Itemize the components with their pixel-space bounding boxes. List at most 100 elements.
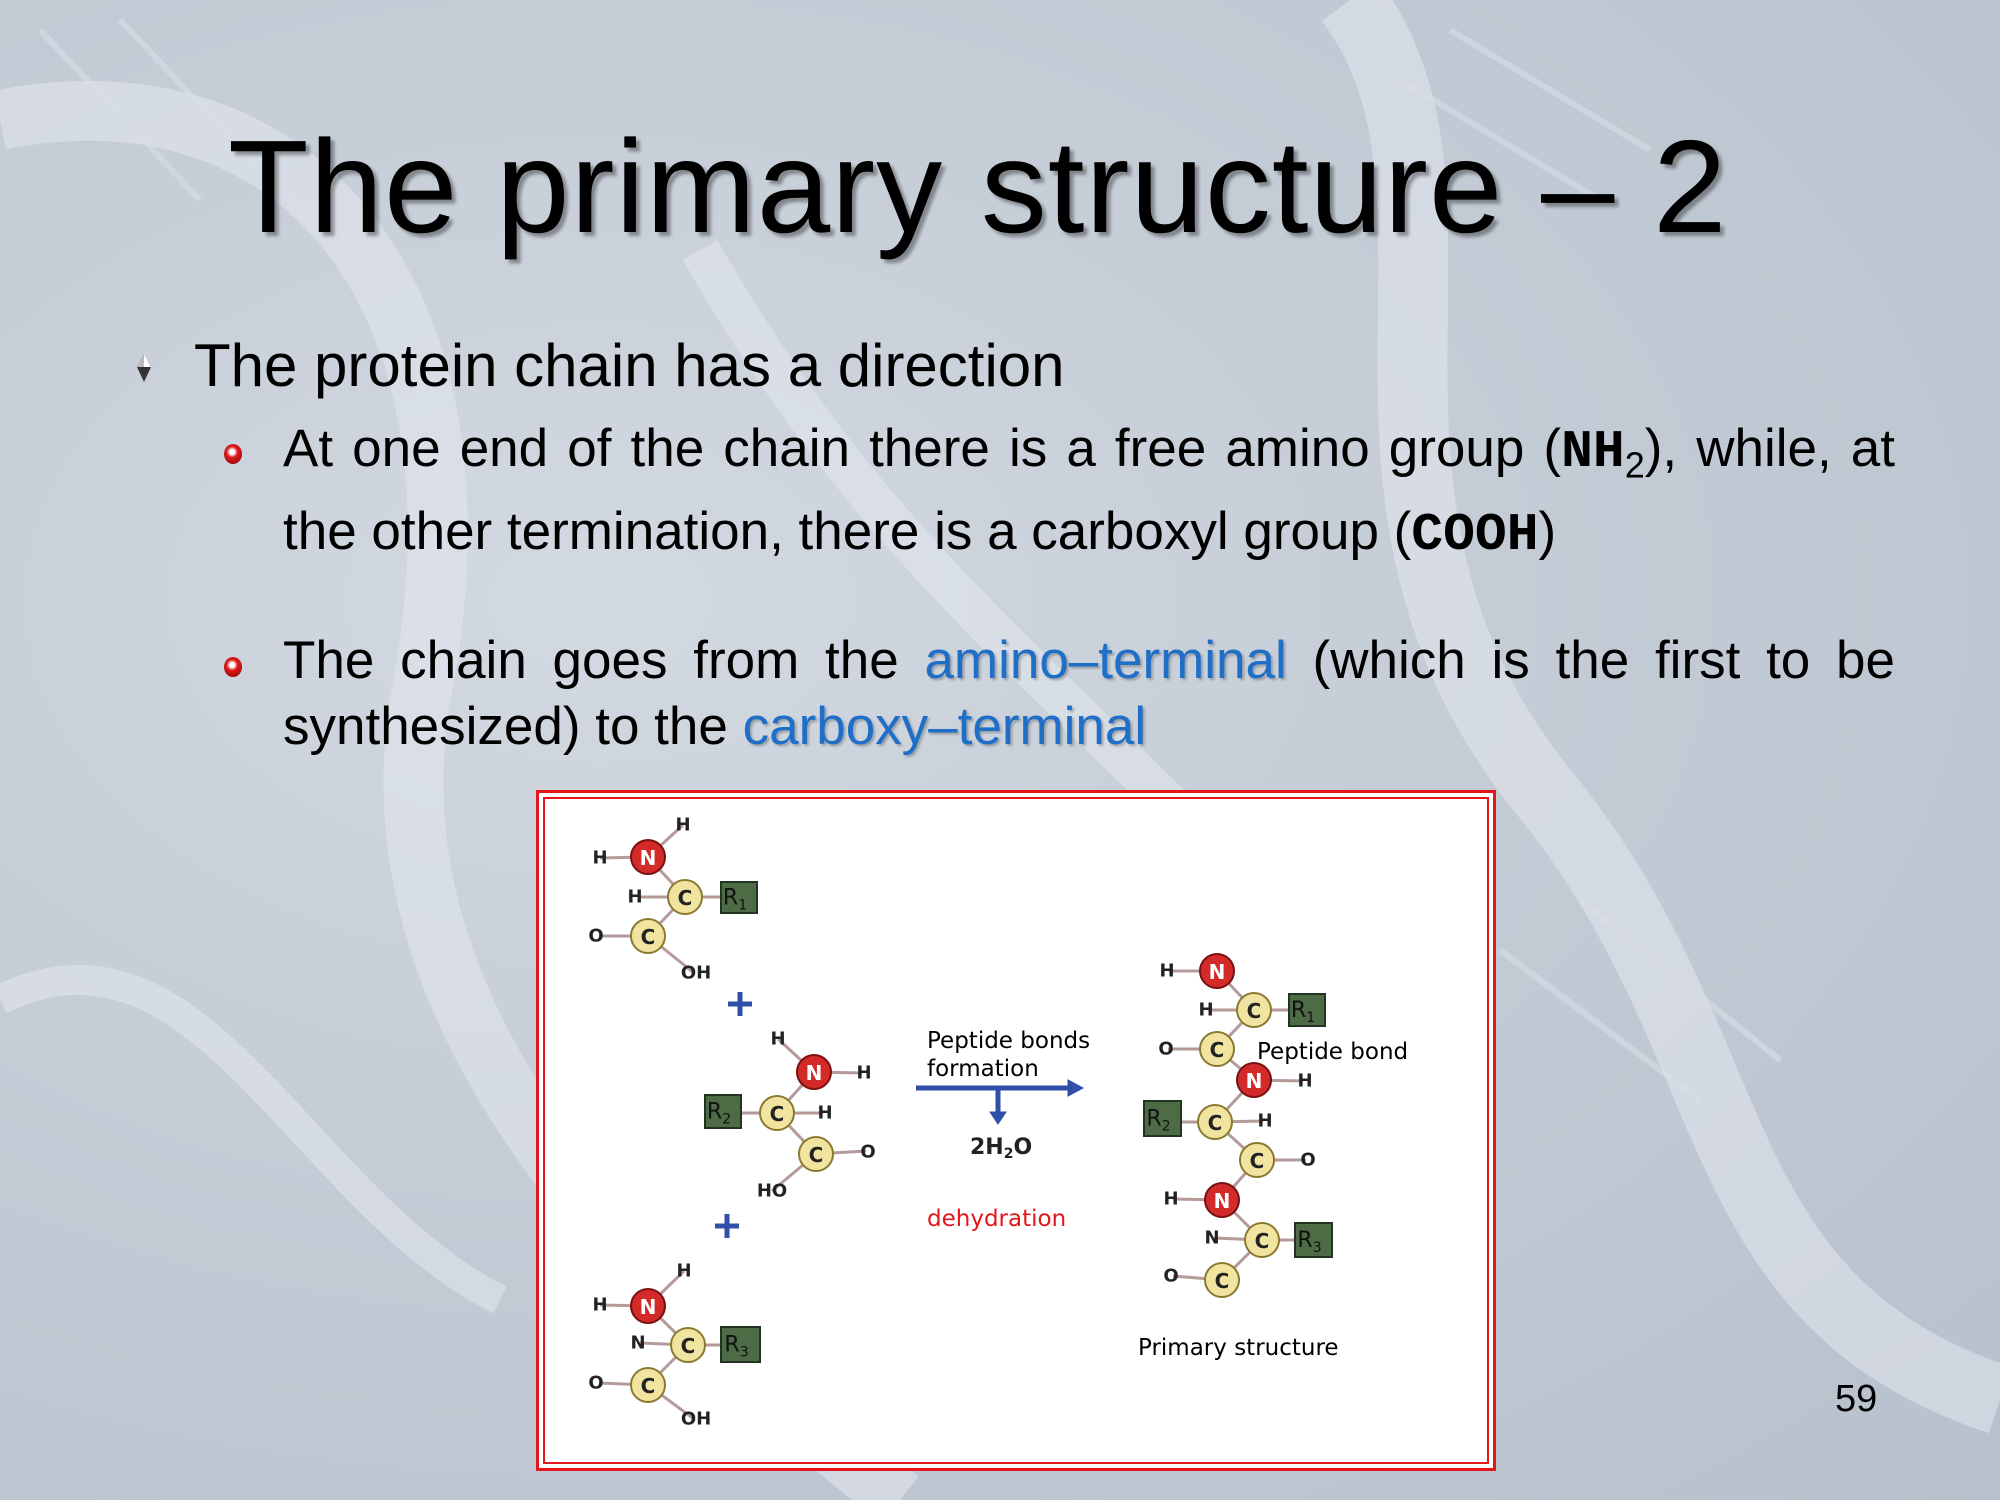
atom-label: OH xyxy=(681,963,711,984)
nh2-formula: NH2 xyxy=(1561,422,1645,486)
nitrogen-atom xyxy=(630,839,666,875)
atom-label: O xyxy=(588,1373,603,1394)
r-group-label: R3 xyxy=(1297,1228,1321,1256)
r-group-box xyxy=(1143,1100,1182,1137)
carbon-atom xyxy=(759,1095,795,1131)
carbon-atom xyxy=(1197,1104,1233,1140)
atom-letter: N xyxy=(1214,1189,1231,1213)
cooh-formula: COOH xyxy=(1411,504,1539,565)
atom-letter: C xyxy=(641,925,656,949)
r-group-box xyxy=(704,1094,742,1129)
atom-label: O xyxy=(860,1142,875,1163)
atom-letter: C xyxy=(1250,1149,1265,1173)
atom-label: H xyxy=(592,1295,607,1316)
nitrogen-atom xyxy=(1204,1182,1240,1218)
atom-letter: C xyxy=(1208,1111,1223,1135)
atom-label: H xyxy=(592,848,607,869)
primary-structure-label: Primary structure xyxy=(1138,1335,1339,1361)
atom-label: H xyxy=(1297,1071,1312,1092)
amino-terminal-term: amino–terminal xyxy=(924,631,1287,690)
atom-label: OH xyxy=(681,1409,711,1430)
atom-letter: N xyxy=(640,1295,657,1319)
arrow-label-line2: formation xyxy=(927,1056,1039,1082)
peptide-bond-label: Peptide bond xyxy=(1257,1039,1408,1065)
atom-letter: N xyxy=(1209,960,1226,984)
sub-bullet-amino-carboxyl: At one end of the chain there is a free … xyxy=(283,416,1895,568)
atom-letter: N xyxy=(1246,1069,1263,1093)
atom-label: H xyxy=(1198,1000,1213,1021)
red-bullet-icon xyxy=(224,444,242,464)
atom-letter: N xyxy=(806,1061,823,1085)
carbon-atom xyxy=(1204,1262,1240,1298)
reaction-arrow xyxy=(916,1079,1085,1125)
r-group-box xyxy=(1288,993,1326,1027)
atom-label: O xyxy=(1158,1039,1173,1060)
bullet-direction: The protein chain has a direction xyxy=(194,332,1065,399)
carbon-atom xyxy=(630,918,666,954)
atom-label: H xyxy=(1159,961,1174,982)
carbon-atom xyxy=(630,1367,666,1403)
carboxy-terminal-term: carboxy–terminal xyxy=(742,697,1147,756)
carbon-atom xyxy=(798,1136,834,1172)
carbon-atom xyxy=(1239,1142,1275,1178)
sub-bullet-chain-direction: The chain goes from the amino–terminal (… xyxy=(283,628,1895,760)
atom-label: O xyxy=(588,926,603,947)
peptide-bond-diagram: HHHOOHNCCR1HHHOHONCCR2HHNOOHNCCR3HHOHHOH… xyxy=(588,815,1408,1430)
atom-letter: N xyxy=(640,846,657,870)
atom-label: N xyxy=(630,1333,645,1354)
carbon-atom xyxy=(1244,1222,1280,1258)
red-bullet-icon xyxy=(224,657,242,677)
r-group-label: R2 xyxy=(1146,1107,1170,1135)
atom-label: H xyxy=(1257,1111,1272,1132)
atom-label: H xyxy=(676,1261,691,1282)
r-group-label: R1 xyxy=(723,886,747,914)
atom-label: O xyxy=(1300,1150,1315,1171)
subscript: 2 xyxy=(1624,444,1645,486)
text: The chain goes from the xyxy=(283,631,925,690)
atom-label: H xyxy=(627,887,642,908)
atom-label: H xyxy=(817,1103,832,1124)
carbon-atom xyxy=(667,879,703,915)
atom-letter: C xyxy=(681,1334,696,1358)
r-group-box xyxy=(720,1326,761,1363)
carbon-atom xyxy=(1236,992,1272,1028)
atom-label: H xyxy=(675,815,690,836)
r-group-label: R2 xyxy=(707,1100,731,1128)
atom-label: N xyxy=(1204,1228,1219,1249)
plus-sign-2 xyxy=(715,1214,739,1238)
text: ) xyxy=(1538,501,1557,561)
dehydration-label: dehydration xyxy=(927,1206,1066,1232)
nitrogen-atom xyxy=(1236,1062,1272,1098)
r-group-box xyxy=(1294,1222,1333,1258)
plus-sign-1 xyxy=(728,992,752,1016)
atom-label: H xyxy=(1163,1189,1178,1210)
carbon-atom xyxy=(670,1327,706,1363)
text: At one end of the chain there is a free … xyxy=(283,419,1562,478)
nitrogen-atom xyxy=(630,1288,666,1324)
atom-letter: C xyxy=(678,886,693,910)
atom-letter: C xyxy=(809,1143,824,1167)
bullet-diamond-icon xyxy=(137,354,151,382)
page-number: 59 xyxy=(1835,1378,1878,1420)
r-group-label: R3 xyxy=(724,1333,748,1361)
nitrogen-atom xyxy=(796,1054,832,1090)
r-group-box xyxy=(720,881,758,914)
atom-letter: C xyxy=(641,1374,656,1398)
atom-label: HO xyxy=(757,1181,787,1202)
nitrogen-atom xyxy=(1199,953,1235,989)
arrow-label-line1: Peptide bonds xyxy=(927,1028,1090,1054)
atom-label: H xyxy=(770,1029,785,1050)
nh: NH xyxy=(1561,422,1625,482)
atom-letter: C xyxy=(770,1102,785,1126)
atom-letter: C xyxy=(1247,999,1262,1023)
slide-title: The primary structure – 2 xyxy=(228,113,1728,260)
atom-label: H xyxy=(856,1063,871,1084)
carbon-atom xyxy=(1199,1031,1235,1067)
atom-letter: C xyxy=(1215,1269,1230,1293)
atom-label: O xyxy=(1163,1266,1178,1287)
r-group-label: R1 xyxy=(1291,998,1315,1026)
text: (which is the first to be synthesized) t… xyxy=(283,631,1896,756)
text: ), while, at the other termination, ther… xyxy=(283,419,1895,561)
atom-letter: C xyxy=(1210,1038,1225,1062)
atom-letter: C xyxy=(1255,1229,1270,1253)
